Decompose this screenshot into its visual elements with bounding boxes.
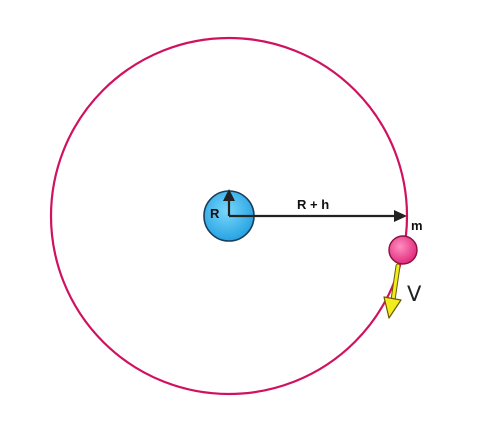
orbit-radius-label: R + h bbox=[297, 197, 329, 212]
satellite-mass-label: m bbox=[411, 218, 423, 233]
velocity-arrow bbox=[383, 263, 402, 319]
planet-radius-label: R bbox=[210, 206, 220, 221]
planet-radius-arrow bbox=[223, 189, 235, 216]
satellite bbox=[388, 235, 418, 265]
velocity-label: V bbox=[407, 282, 422, 306]
orbit-radius-arrow bbox=[229, 210, 407, 222]
